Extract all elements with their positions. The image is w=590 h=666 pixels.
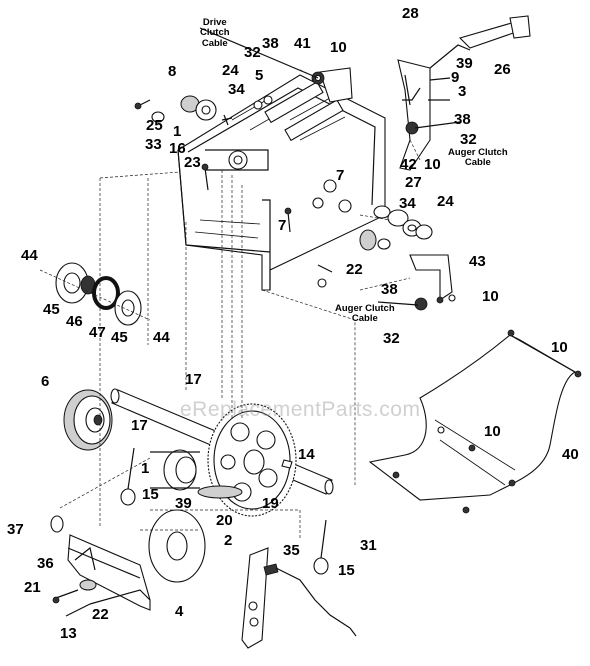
callout-34: 34 bbox=[228, 81, 245, 98]
callout-24: 24 bbox=[222, 62, 239, 79]
callout-4: 4 bbox=[175, 603, 184, 620]
callout-35: 35 bbox=[283, 542, 300, 559]
callout-32-lower: 32 bbox=[383, 330, 400, 347]
callout-7-lower: 7 bbox=[278, 217, 287, 234]
callout-1: 1 bbox=[173, 123, 182, 140]
callout-46: 46 bbox=[66, 313, 83, 330]
callout-40: 40 bbox=[562, 446, 579, 463]
callout-38: 38 bbox=[262, 35, 279, 52]
callout-10-shield: 10 bbox=[484, 423, 501, 440]
callout-10-lower: 10 bbox=[482, 288, 499, 305]
callout-10-right: 10 bbox=[424, 156, 441, 173]
pins bbox=[120, 447, 329, 575]
callout-32: 32 bbox=[244, 44, 261, 61]
callout-17-lower: 17 bbox=[131, 417, 148, 434]
callout-28: 28 bbox=[402, 5, 419, 22]
callout-15-right: 15 bbox=[338, 562, 355, 579]
callout-31: 31 bbox=[360, 537, 377, 554]
callout-1-lower: 1 bbox=[141, 460, 150, 477]
pulley-6 bbox=[63, 389, 113, 451]
callout-19: 19 bbox=[262, 495, 279, 512]
watermark: eReplacementParts.com bbox=[180, 398, 421, 421]
callout-27: 27 bbox=[405, 174, 422, 191]
callout-16: 16 bbox=[169, 140, 186, 157]
callout-24-right: 24 bbox=[437, 193, 454, 210]
callout-33: 33 bbox=[145, 136, 162, 153]
callout-45-left: 45 bbox=[43, 301, 60, 318]
callout-39: 39 bbox=[456, 55, 473, 72]
bracket-43 bbox=[317, 254, 456, 311]
callout-14: 14 bbox=[298, 446, 315, 463]
callout-2: 2 bbox=[224, 532, 233, 549]
right-bearings bbox=[359, 205, 433, 251]
callout-43: 43 bbox=[469, 253, 486, 270]
frame-plate bbox=[177, 74, 386, 291]
callout-23: 23 bbox=[184, 154, 201, 171]
callout-13: 13 bbox=[60, 625, 77, 642]
callout-8: 8 bbox=[168, 63, 177, 80]
callout-45-right: 45 bbox=[111, 329, 128, 346]
callout-15-left: 15 bbox=[142, 486, 159, 503]
lower-lever-cable bbox=[241, 547, 357, 649]
callout-44-left: 44 bbox=[21, 247, 38, 264]
callout-41: 41 bbox=[294, 35, 311, 52]
callout-47: 47 bbox=[89, 324, 106, 341]
callout-6: 6 bbox=[41, 373, 50, 390]
callout-5: 5 bbox=[255, 67, 264, 84]
lower-drive-assembly bbox=[50, 509, 206, 617]
callout-39-lower: 39 bbox=[175, 495, 192, 512]
callout-42: 42 bbox=[400, 156, 417, 173]
callout-21: 21 bbox=[24, 579, 41, 596]
callout-7-upper: 7 bbox=[336, 167, 345, 184]
shield-40 bbox=[368, 329, 582, 514]
bracket-lever bbox=[397, 15, 531, 171]
drive-clutch-cable-label: Drive Clutch Cable bbox=[200, 17, 230, 49]
callout-9: 9 bbox=[451, 69, 460, 86]
screws-7 bbox=[201, 163, 292, 233]
callout-22-right: 22 bbox=[346, 261, 363, 278]
callout-38-lower: 38 bbox=[381, 281, 398, 298]
auger-clutch-cable-label-bottom: Auger Clutch Cable bbox=[335, 303, 395, 325]
callout-20: 20 bbox=[216, 512, 233, 529]
callout-25: 25 bbox=[146, 117, 163, 134]
callout-17-upper: 17 bbox=[185, 371, 202, 388]
callout-26: 26 bbox=[494, 61, 511, 78]
callout-34-right: 34 bbox=[399, 195, 416, 212]
drive-clutch-bracket bbox=[311, 67, 353, 103]
callout-32-right: 32 bbox=[460, 131, 477, 148]
callout-36: 36 bbox=[37, 555, 54, 572]
callout-37: 37 bbox=[7, 521, 24, 538]
callout-22-lower: 22 bbox=[92, 606, 109, 623]
leader-lines bbox=[59, 27, 461, 540]
callout-10-shield-top: 10 bbox=[551, 339, 568, 356]
left-top-parts bbox=[134, 95, 273, 126]
callout-3: 3 bbox=[458, 83, 467, 100]
callout-38-right: 38 bbox=[454, 111, 471, 128]
hub-1 bbox=[150, 449, 243, 499]
auger-clutch-cable-label-top: Auger Clutch Cable bbox=[448, 147, 508, 169]
callout-10: 10 bbox=[330, 39, 347, 56]
callout-44-right: 44 bbox=[153, 329, 170, 346]
